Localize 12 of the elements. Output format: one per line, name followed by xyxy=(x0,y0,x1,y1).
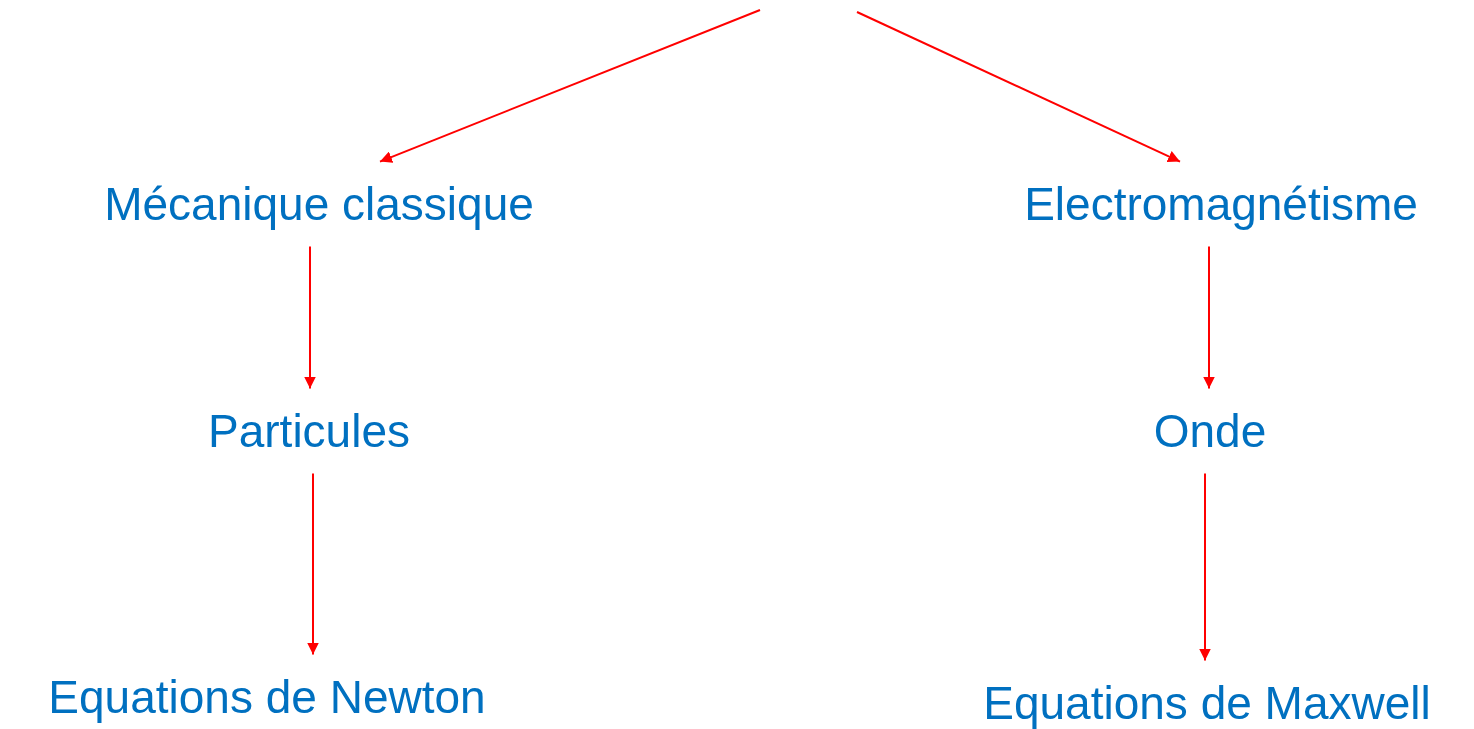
arrow xyxy=(307,472,319,656)
node-label: Mécanique classique xyxy=(104,177,534,231)
arrow xyxy=(379,9,761,163)
node-label: Onde xyxy=(1153,404,1267,458)
arrow xyxy=(856,11,1181,163)
arrow xyxy=(1199,472,1211,662)
node-label: Equations de Newton xyxy=(48,670,486,724)
node-label: Equations de Maxwell xyxy=(983,676,1431,729)
arrow xyxy=(304,245,316,390)
arrow xyxy=(1203,245,1215,390)
node-label: Particules xyxy=(208,404,410,458)
node-label: Electromagnétisme xyxy=(1024,177,1418,231)
